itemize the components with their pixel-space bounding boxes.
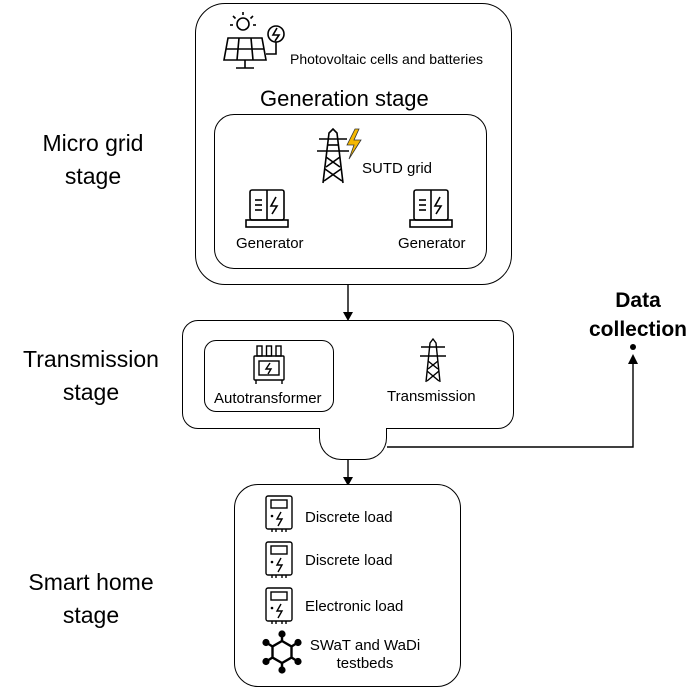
autotransformer-label: Autotransformer [214, 390, 322, 407]
stage-label-smart-home: Smart home stage [28, 569, 154, 628]
solar-panel-icon [223, 12, 285, 69]
stage-label-transmission: Transmission stage [23, 346, 159, 405]
sutd-grid-label: SUTD grid [362, 160, 433, 177]
transmission-tower-icon [317, 127, 362, 184]
lightning-icon [346, 128, 362, 160]
smart-home-item-label: Discrete load [305, 509, 393, 526]
autotransformer-icon [253, 345, 285, 384]
stage-label-micro-grid: Micro grid stage [42, 130, 144, 189]
transmission-output-tab [319, 428, 387, 460]
autotransformer-box [204, 340, 334, 412]
transmission-label: Transmission [387, 388, 476, 405]
meter-icon [265, 495, 293, 532]
smart-home-item-label: Discrete load [305, 552, 393, 569]
transmission-tower-small-icon [420, 337, 446, 383]
arrowhead-to-smart-home [343, 477, 353, 486]
meter-icon [265, 541, 293, 578]
smart-home-item-label: SWaT and WaDi testbeds [309, 637, 421, 672]
pv-label: Photovoltaic cells and batteries [290, 51, 483, 67]
generation-stage-title: Generation stage [260, 86, 429, 111]
generator-left-label: Generator [236, 235, 304, 252]
smart-home-item-label: Electronic load [305, 598, 404, 615]
generator-left-icon [245, 189, 289, 228]
meter-icon [265, 587, 293, 624]
data-collection-dot [630, 344, 636, 350]
arrowhead-to-transmission [343, 312, 353, 321]
network-hexagon-icon [262, 630, 302, 674]
arrowhead-to-data-collection [628, 354, 638, 364]
generator-right-icon [409, 189, 453, 228]
generator-right-label: Generator [398, 235, 466, 252]
data-collection-label: Data collection [588, 289, 688, 341]
